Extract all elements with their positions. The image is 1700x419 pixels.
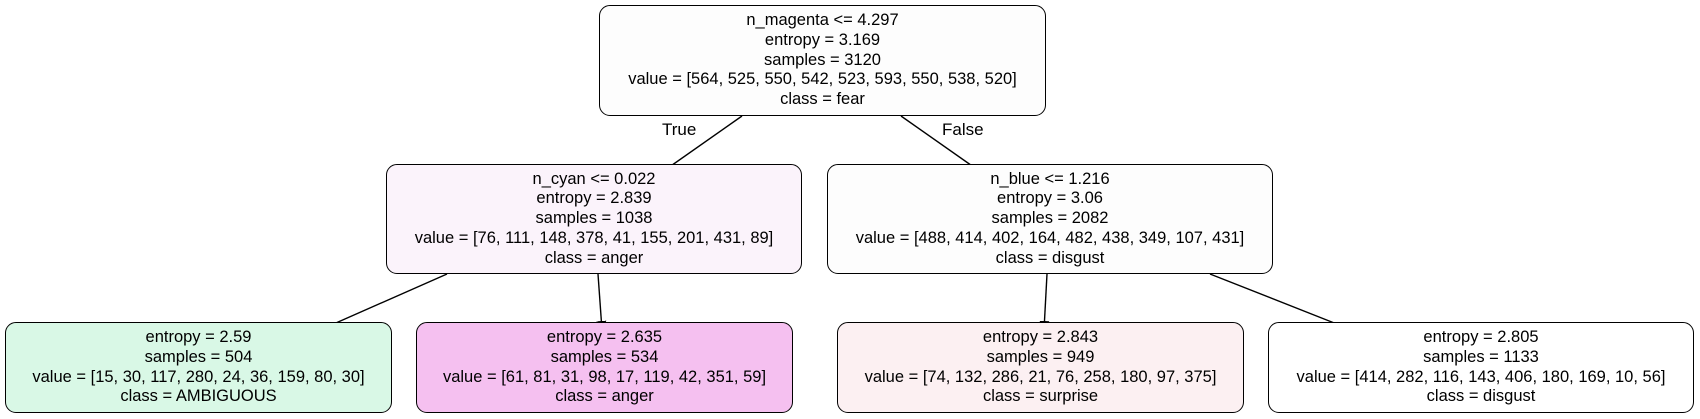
node-value: value = [414, 282, 116, 143, 406, 180, 1…	[1296, 367, 1666, 386]
tree-leaf-ambiguous: entropy = 2.59 samples = 504 value = [15…	[5, 322, 392, 413]
node-class: class = disgust	[1426, 387, 1536, 406]
node-entropy: entropy = 2.635	[546, 327, 663, 346]
node-class: class = AMBIGUOUS	[120, 387, 277, 406]
tree-node-right: n_blue <= 1.216 entropy = 3.06 samples =…	[827, 164, 1273, 274]
node-samples: samples = 949	[986, 347, 1095, 366]
tree-node-root: n_magenta <= 4.297 entropy = 3.169 sampl…	[599, 5, 1046, 116]
node-class: class = fear	[780, 90, 865, 109]
node-entropy: entropy = 2.805	[1423, 327, 1539, 346]
node-value: value = [564, 525, 550, 542, 523, 593, 5…	[628, 70, 1017, 89]
node-entropy: entropy = 2.839	[536, 189, 652, 208]
node-samples: samples = 504	[144, 347, 253, 366]
node-class: class = anger	[555, 387, 654, 406]
node-entropy: entropy = 3.169	[764, 30, 881, 49]
node-samples: samples = 2082	[991, 209, 1109, 228]
node-samples: samples = 1038	[535, 209, 653, 228]
node-samples: samples = 534	[550, 347, 659, 366]
node-entropy: entropy = 3.06	[997, 189, 1103, 208]
edge-label-false: False	[942, 120, 984, 139]
tree-leaf-anger: entropy = 2.635 samples = 534 value = [6…	[416, 322, 793, 413]
node-value: value = [76, 111, 148, 378, 41, 155, 201…	[414, 228, 774, 247]
node-split-rule: n_cyan <= 0.022	[532, 169, 656, 188]
node-value: value = [74, 132, 286, 21, 76, 258, 180,…	[864, 367, 1217, 386]
edge-left-to-leaf-lr	[596, 273, 607, 331]
node-entropy: entropy = 2.59	[145, 327, 252, 346]
node-split-rule: n_magenta <= 4.297	[746, 11, 899, 29]
edge-label-true: True	[662, 120, 697, 139]
tree-leaf-surprise: entropy = 2.843 samples = 949 value = [7…	[837, 322, 1244, 413]
node-value: value = [488, 414, 402, 164, 482, 438, 3…	[855, 228, 1245, 247]
tree-leaf-disgust: entropy = 2.805 samples = 1133 value = […	[1268, 322, 1694, 413]
node-samples: samples = 3120	[764, 50, 881, 69]
node-class: class = disgust	[995, 248, 1105, 267]
node-value: value = [61, 81, 31, 98, 17, 119, 42, 35…	[442, 367, 767, 386]
node-entropy: entropy = 2.843	[982, 327, 1099, 346]
node-class: class = anger	[544, 248, 644, 267]
node-value: value = [15, 30, 117, 280, 24, 36, 159, …	[32, 367, 365, 386]
edge-right-to-leaf-rr	[1209, 273, 1353, 332]
node-samples: samples = 1133	[1423, 347, 1539, 366]
edge-left-to-leaf-ll	[319, 273, 448, 331]
tree-node-left: n_cyan <= 0.022 entropy = 2.839 samples …	[386, 164, 802, 274]
edge-right-to-leaf-rl	[1039, 273, 1050, 331]
node-split-rule: n_blue <= 1.216	[990, 169, 1110, 188]
node-class: class = surprise	[982, 387, 1099, 406]
